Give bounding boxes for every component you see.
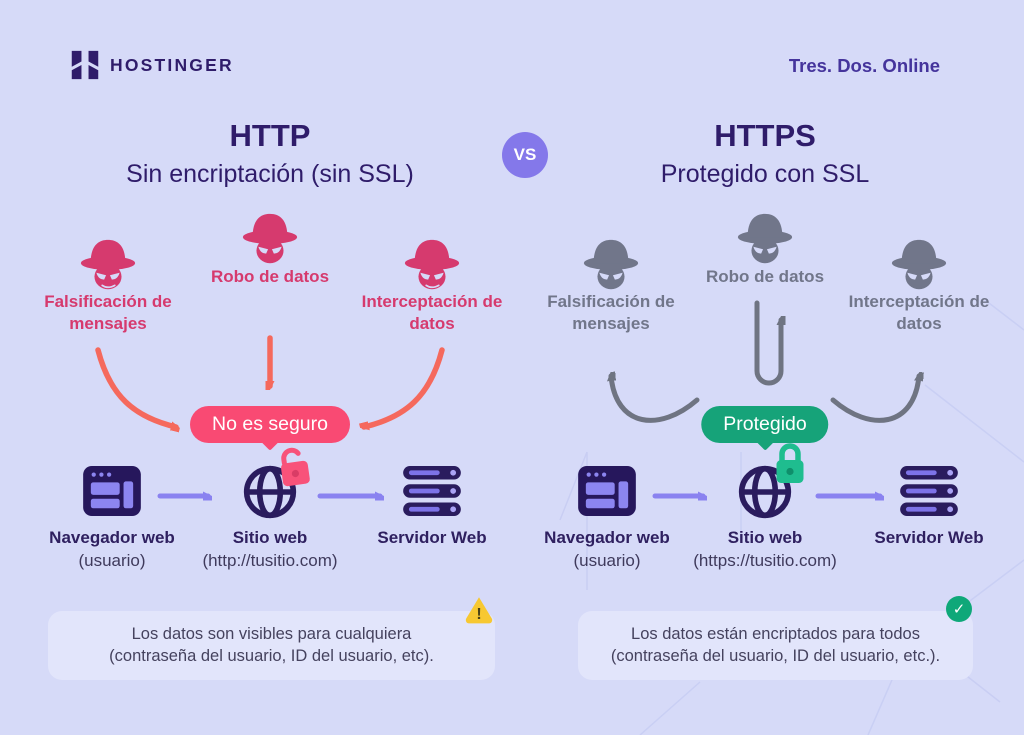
node-label: Servidor Web — [874, 528, 984, 547]
note-text: (contraseña del usuario, ID del usuario,… — [610, 647, 941, 665]
threat-label: Falsificación de mensajes — [547, 292, 675, 334]
https-subtitle: Protegido con SSL — [660, 160, 870, 188]
threat-label: Falsificación de mensajes — [44, 292, 172, 334]
server-icon — [900, 466, 958, 516]
tagline: Tres. Dos. Online — [788, 55, 940, 76]
exclamation-glyph: ! — [476, 606, 481, 623]
threat-label: Robo de datos — [705, 267, 825, 286]
note-text: (contraseña del usuario, ID del usuario,… — [109, 647, 434, 665]
node-label: Servidor Web — [377, 528, 487, 547]
not-secure-pill: No es seguro — [190, 406, 350, 443]
spy-icon — [583, 239, 639, 290]
https-note-box: Los datos están encriptados para todos (… — [578, 611, 973, 680]
protected-pill: Protegido — [701, 406, 829, 443]
check-icon: ✓ — [946, 596, 972, 622]
node-sublabel: (usuario) — [78, 551, 146, 570]
globe-icon — [738, 465, 792, 519]
spy-icon — [737, 213, 793, 264]
closed-padlock-icon — [776, 443, 804, 483]
node-sublabel: (http://tusitio.com) — [202, 551, 338, 570]
spy-icon — [242, 213, 298, 264]
https-title: HTTPS — [714, 118, 816, 153]
vs-badge: VS — [502, 132, 548, 178]
node-label: Navegador web — [49, 528, 175, 547]
open-padlock-icon — [281, 447, 310, 487]
spy-icon — [891, 239, 947, 290]
spy-icon — [80, 239, 136, 290]
node-label: Sitio web — [727, 528, 803, 547]
http-subtitle: Sin encriptación (sin SSL) — [126, 160, 414, 188]
browser-icon — [578, 466, 636, 516]
threat-label: Interceptación de datos — [848, 292, 990, 334]
server-icon — [403, 466, 461, 516]
warning-icon: ! — [465, 597, 493, 624]
browser-icon — [83, 466, 141, 516]
node-sublabel: (usuario) — [573, 551, 641, 570]
node-label: Sitio web — [232, 528, 308, 547]
node-sublabel: (https://tusitio.com) — [693, 551, 837, 570]
note-text: Los datos son visibles para cualquiera — [131, 625, 412, 643]
http-title: HTTP — [229, 118, 311, 153]
http-note-box: Los datos son visibles para cualquiera (… — [48, 611, 495, 680]
globe-icon — [243, 465, 297, 519]
threat-label: Interceptación de datos — [361, 292, 503, 334]
note-text: Los datos están encriptados para todos — [631, 625, 920, 643]
hostinger-logo-icon — [71, 50, 99, 80]
brand-logo-group: HOSTINGER — [70, 50, 234, 80]
threat-label: Robo de datos — [210, 267, 330, 286]
node-label: Navegador web — [544, 528, 670, 547]
spy-icon — [404, 239, 460, 290]
brand-name: HOSTINGER — [110, 54, 234, 75]
